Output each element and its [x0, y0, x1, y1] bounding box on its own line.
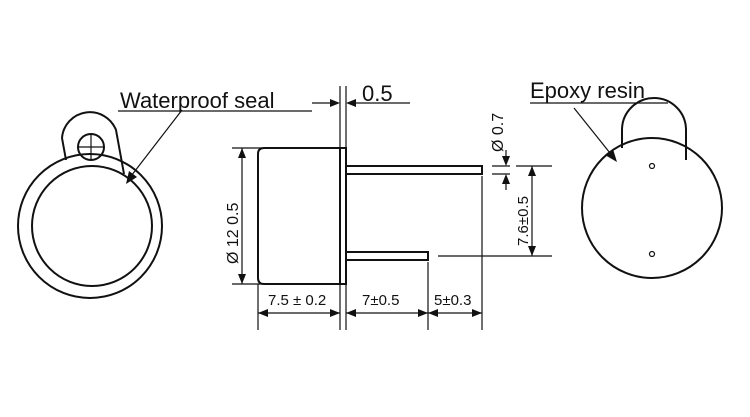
- seal-leader-line: [127, 109, 183, 181]
- pin-spacing-dimension: [438, 165, 552, 257]
- body-diameter-dimension: [232, 147, 262, 285]
- right-view: [573, 97, 723, 279]
- mounting-tab: [60, 111, 125, 175]
- waterproof-seal-label: Waterproof seal: [120, 88, 274, 113]
- pin-length-2-label: 5±0.3: [434, 292, 471, 309]
- epoxy-leader-line: [573, 107, 615, 159]
- top-face: [581, 137, 723, 279]
- pin-hole-top: [648, 162, 656, 170]
- length-dimensions: [257, 176, 483, 330]
- side-view: [257, 147, 483, 285]
- upper-pin: [346, 165, 483, 175]
- body-length-label: 7.5 ± 0.2: [268, 292, 326, 309]
- plate-thickness-dimension: [312, 86, 410, 148]
- body-diameter-label: Ø 12 0.5: [225, 203, 242, 264]
- seal-leader-arrow: [126, 171, 137, 184]
- seal-ring: [31, 165, 153, 287]
- epoxy-tab: [621, 97, 687, 160]
- lower-pin: [346, 251, 429, 261]
- plate-thickness-label: 0.5: [362, 81, 393, 106]
- pin-length-1-label: 7±0.5: [362, 292, 399, 309]
- mounting-plate: [339, 147, 347, 285]
- pin-diameter-dimension: [492, 150, 510, 190]
- pin-spacing-label: 7.6±0.5: [515, 196, 532, 246]
- epoxy-resin-label: Epoxy resin: [530, 78, 645, 103]
- housing-body: [257, 147, 340, 285]
- pin-diameter-label: Ø 0.7: [490, 113, 507, 152]
- outer-ring: [17, 153, 163, 299]
- pin-hole-bottom: [648, 250, 656, 258]
- left-view: [17, 109, 183, 299]
- epoxy-leader-arrow: [605, 149, 617, 162]
